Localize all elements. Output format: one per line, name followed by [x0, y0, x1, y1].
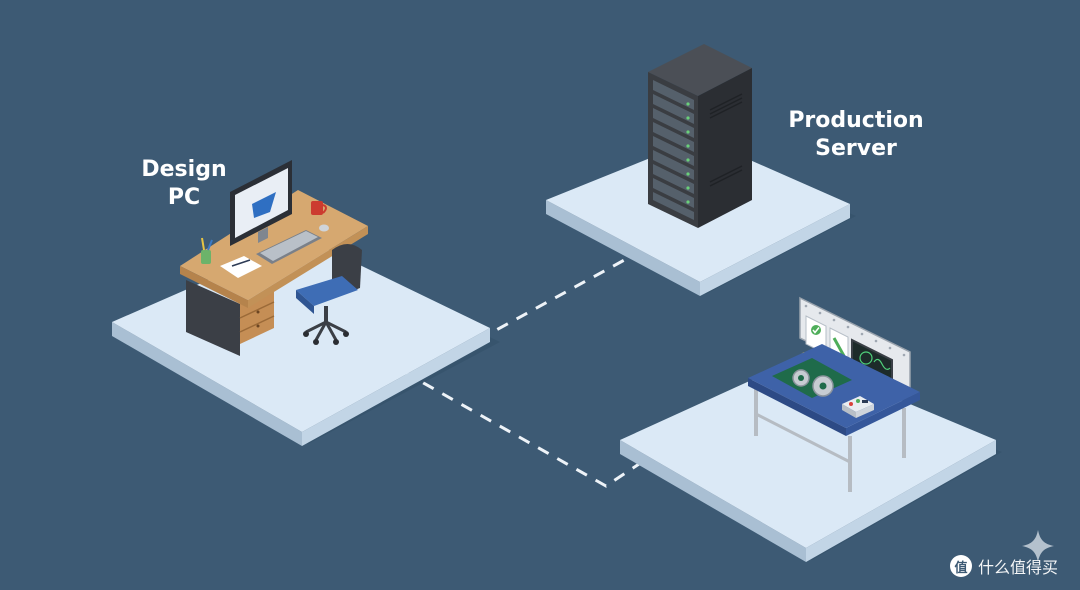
production-server-label-line1: Production	[788, 108, 924, 133]
design-pc-label: Design PC	[128, 156, 240, 212]
production-server-label-line2: Server	[815, 136, 897, 161]
connector-design-to-server	[477, 256, 629, 342]
connector-lines	[403, 256, 643, 488]
production-server-label: Production Server	[778, 107, 934, 163]
design-workstation-icon	[180, 160, 368, 356]
watermark-logo-icon: 值	[950, 555, 972, 577]
server-rack-icon	[648, 44, 752, 228]
watermark-text: 什么值得买	[978, 558, 1059, 577]
design-pc-label-line2: PC	[167, 185, 201, 210]
server-units	[653, 80, 694, 220]
server-status-lights	[686, 102, 690, 204]
watermark: 值 什么值得买	[950, 552, 1058, 580]
design-pc-label-line1: Design	[141, 157, 227, 182]
connector-design-to-bench	[403, 370, 643, 488]
sparkle-icon	[1022, 530, 1054, 562]
test-bench-icon	[748, 296, 920, 492]
